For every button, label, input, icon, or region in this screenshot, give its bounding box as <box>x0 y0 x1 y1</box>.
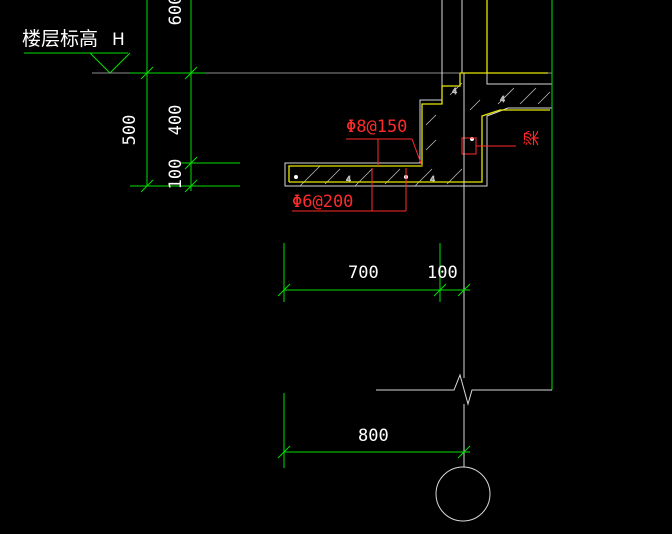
svg-text:4: 4 <box>452 87 457 96</box>
slab-section: 4 4 4 4 <box>284 0 553 390</box>
dim-text-600: 600 <box>166 0 186 25</box>
svg-text:4: 4 <box>430 175 435 184</box>
break-symbol <box>376 373 552 406</box>
svg-text:4: 4 <box>346 175 351 184</box>
rebar-annotations: Φ8@150 Φ6@200 梁 <box>292 117 541 212</box>
vertical-dimensions: 500 400 100 600 <box>120 0 240 193</box>
concrete-hatch: 4 4 4 4 <box>299 82 551 187</box>
axis-bubble <box>435 466 491 522</box>
level-triangle-icon <box>89 52 131 74</box>
svg-text:4: 4 <box>500 95 505 104</box>
dim-text-100-h: 100 <box>427 263 458 283</box>
rebar-bottom <box>289 109 550 183</box>
horizontal-dimensions: 700 100 800 <box>277 243 471 468</box>
rebar-label-bottom: Φ6@200 <box>292 192 353 212</box>
dim-text-400: 400 <box>166 105 186 136</box>
dim-text-500: 500 <box>120 115 140 146</box>
axis-line <box>376 73 552 522</box>
dim-text-800: 800 <box>358 426 389 446</box>
floor-level-marker: 楼层标高 H <box>22 28 552 74</box>
dim-text-700: 700 <box>348 263 379 283</box>
floor-level-symbol: H <box>112 30 125 50</box>
rebar-label-top: Φ8@150 <box>346 117 407 137</box>
dim-text-100: 100 <box>166 159 186 190</box>
beam-label: 梁 <box>522 130 541 146</box>
rebar-top <box>288 73 461 182</box>
floor-level-label: 楼层标高 <box>22 28 98 50</box>
